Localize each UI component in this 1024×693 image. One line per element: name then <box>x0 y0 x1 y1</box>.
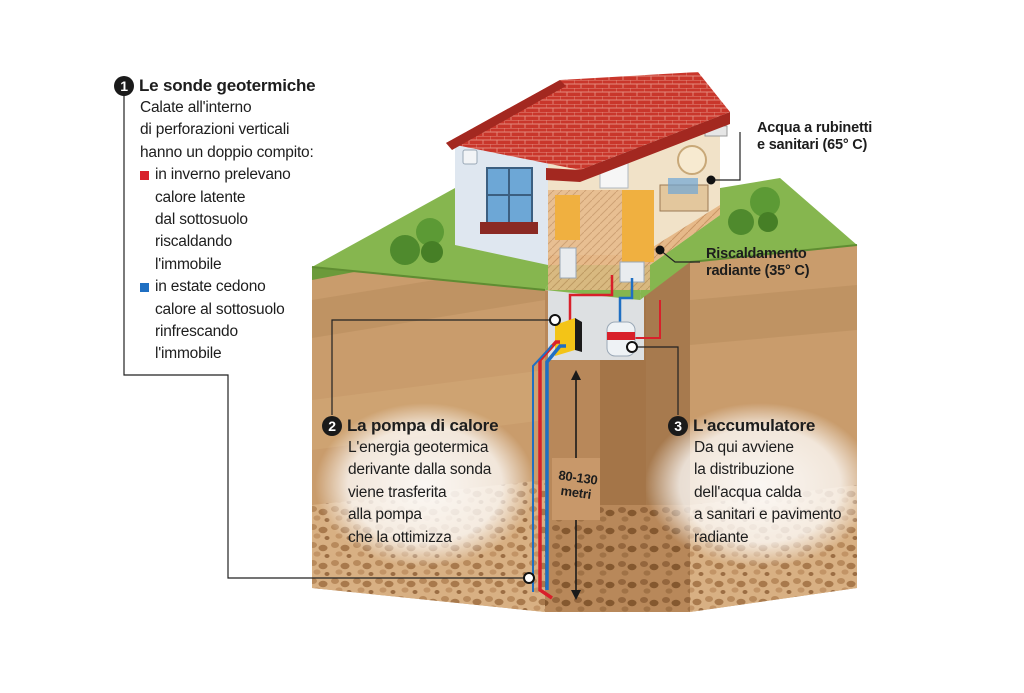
text-line: radiante <box>694 528 749 546</box>
number-badge-3: 3 <box>668 416 688 436</box>
number-badge-2: 2 <box>322 416 342 436</box>
text-line: l'immobile <box>155 345 222 363</box>
text-line: Calate all'interno <box>140 99 252 116</box>
bush-icons <box>390 187 780 265</box>
text-line: dell'acqua calda <box>694 483 802 501</box>
text-line: rinfrescando <box>155 323 238 341</box>
red-square-icon <box>140 170 149 180</box>
text-line: Riscaldamento <box>706 246 807 262</box>
callout-accumulator-title: L'accumulatore <box>693 416 816 435</box>
callout-heat-pump-title: La pompa di calore <box>347 416 499 435</box>
text-line: in estate cedono <box>155 278 266 296</box>
callout-probes-title: Le sonde geotermiche <box>139 76 316 95</box>
number-badge-1: 1 <box>114 76 134 96</box>
blue-square-icon <box>140 282 149 292</box>
depth-arrow <box>552 370 600 600</box>
text-backdrops <box>315 403 875 567</box>
text-line: in inverno prelevano <box>155 166 291 184</box>
text-line: e sanitari (65° C) <box>757 137 868 153</box>
text-line: riscaldando <box>155 233 233 251</box>
text-line: derivante dalla sonda <box>348 461 492 479</box>
label-tap-water: Acqua a rubinetti e sanitari (65° C) <box>757 120 872 154</box>
text-line: calore al sottosuolo <box>155 300 285 318</box>
label-radiant-heating: Riscaldamento radiante (35° C) <box>706 246 810 280</box>
text-line: la distribuzione <box>694 461 795 479</box>
callout-probes-body: Calate all'interno di perforazioni verti… <box>140 97 315 366</box>
callout-accumulator-body: Da qui avviene la distribuzione dell'acq… <box>694 437 841 549</box>
text-line: L'energia geotermica <box>348 439 489 456</box>
callout-heat-pump: 2 La pompa di calore L'energia geotermic… <box>322 416 499 549</box>
leader-line-acqua <box>712 132 741 181</box>
text-line: dal sottosuolo <box>155 211 248 229</box>
text-line: di perforazioni verticali <box>140 121 290 139</box>
callout-probes-heading: 1 Le sonde geotermiche <box>114 76 316 96</box>
leader-line-2 <box>331 319 555 415</box>
text-line: radiante (35° C) <box>706 263 810 279</box>
text-line: alla pompa <box>348 506 422 524</box>
callout-accumulator-heading: 3 L'accumulatore <box>668 416 841 436</box>
bullet-winter: in inverno prelevano <box>140 164 315 186</box>
leader-dots <box>523 175 716 584</box>
text-line: viene trasferita <box>348 483 447 501</box>
text-line: calore latente <box>155 188 246 206</box>
text-line: a sanitari e pavimento <box>694 506 842 524</box>
leader-line-riscaldamento <box>659 249 700 263</box>
text-line: l'immobile <box>155 255 222 273</box>
text-line: hanno un doppio compito: <box>140 143 314 161</box>
leader-lines <box>123 90 741 579</box>
callout-probes: 1 Le sonde geotermiche Calate all'intern… <box>114 76 316 366</box>
bullet-summer: in estate cedono <box>140 276 315 298</box>
house-illustration <box>446 72 730 290</box>
text-line: Acqua a rubinetti <box>757 120 873 136</box>
text-line: che la ottimizza <box>348 528 452 546</box>
callout-accumulator: 3 L'accumulatore Da qui avviene la distr… <box>668 416 841 549</box>
indoor-pipes <box>568 275 661 339</box>
callout-heat-pump-body: L'energia geotermica derivante dalla son… <box>348 437 498 549</box>
text-line: Da qui avviene <box>694 439 794 456</box>
callout-heat-pump-heading: 2 La pompa di calore <box>322 416 499 436</box>
leader-line-1 <box>123 90 528 579</box>
leader-line-3 <box>632 346 679 415</box>
